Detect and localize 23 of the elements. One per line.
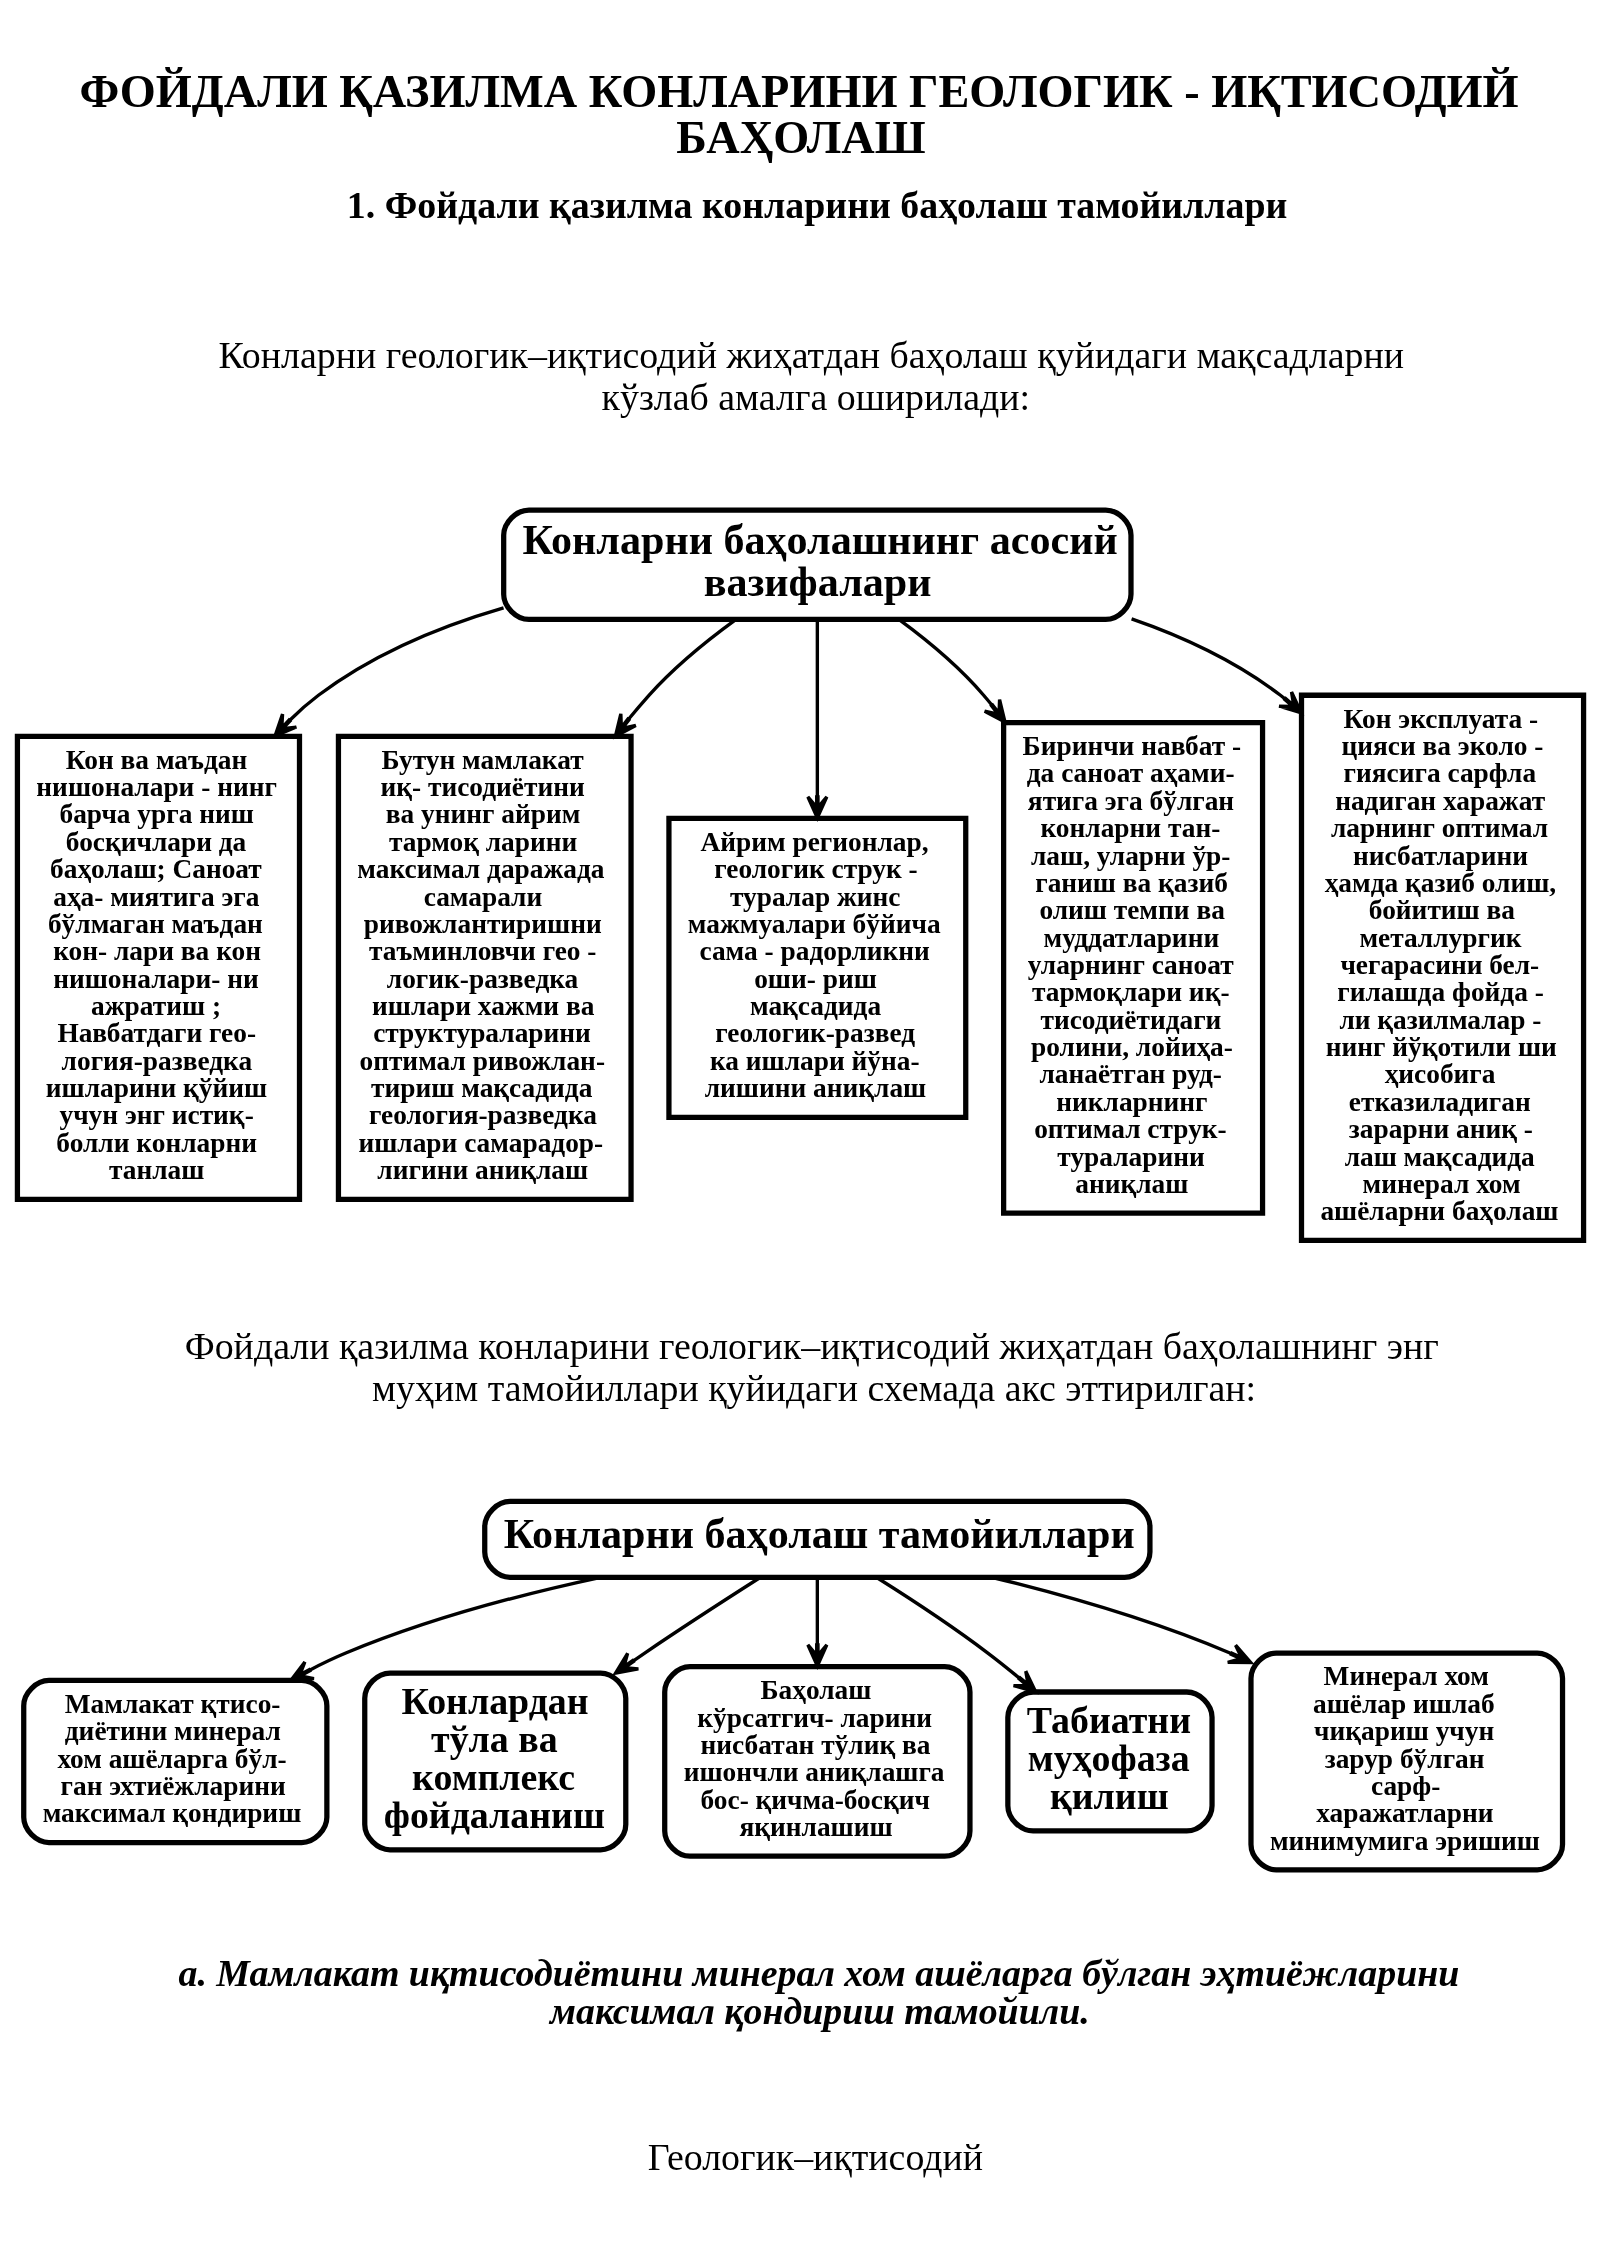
node-box: Биринчи навбат - да саноат аҳами- ятига эга бўлган конларни тан- лаш, уларни ўр- ганиш ва қазиб олиш темпи ва муддатларини уларнинг саноат тармоқлари иқ- тисодиётидаги ролини, лойиҳа- ланаётган руд- никларнинг оптимал струк- тураларини аниқлаш <box>1000 720 1265 1216</box>
node-box: Кон ва маъдан нишоналари - нинг барча урга ниш босқичлари да баҳолаш; Саноат аҳа- миятига эга бўлмаган маъдан кон- лари ва кон нишоналари- ни ажратиш ; Навбатдаги гео- логия-разведка ишларини қўйиш учун энг истиқ- болли конларни танлаш <box>14 733 302 1203</box>
node-box: Табиатни муҳофаза қилиш <box>1004 1689 1215 1834</box>
node-box: Минерал хом ашёлар ишлаб чиқариш учун зарур бўлган сарф- харажатларни минимумига эришиш <box>1247 1650 1565 1873</box>
node-box: Бутун мамлакат иқ- тисодиётини ва унинг айрим тармоқ ларини максимал даражада самарали ривожлантиришни таъминловчи гео - логик-разведка ишлари хажми ва структураларини оптимал ривожлан- тириш мақсадида геология-разведка ишлари самарадор- лигини аниқлаш <box>335 733 634 1203</box>
label: 1. Фойдали қазилма конларини баҳолаш тамойиллари <box>346 184 1287 227</box>
arrow <box>288 1575 601 1683</box>
label: a. Мамлакат иқтисодиётини минерал хом ашёларга бўлган эҳтиёжларини максимал қондириш тамойили. <box>177 1952 1459 2033</box>
label: Конларни геологик–иқтисодий жиҳатдан баҳолаш қуйидаги мақсадларни кўзлаб амалга оширилади: <box>217 333 1404 418</box>
diagram-title: ФОЙДАЛИ ҚАЗИЛМА КОНЛАРИНИ ГЕОЛОГИК - ИҚТИСОДИЙ БАҲОЛАШ <box>79 66 1519 164</box>
node-box: Конларни баҳолаш тамойиллари <box>481 1498 1153 1580</box>
label: Геологик–иқтисодий <box>647 2135 983 2178</box>
arrow <box>1130 617 1303 715</box>
node-box: Баҳолаш кўрсатгич- ларини нисбатан тўлиқ ва ишончли аниқлашга бос- қичма-босқич яқинлашиш <box>661 1664 973 1859</box>
node-box: Кон эксплуата - цияси ва эколо - гиясига сарфла надиган харажат ларнинг оптимал нисбатларини ҳамда қазиб олиш, бойитиш ва металлургик чегарасини бел- гилашда фойда - ли қазилмалар - нинг йўқотили ши ҳисобига етказиладиган зарарни аниқ - лаш мақсадида минерал хом ашёларни баҳолаш <box>1298 692 1586 1244</box>
node-box: Айрим регионлар, геологик струк - туралар жинс мажмуалари бўйича сама - радорликни оши- риш мақсадида геологик-развед ка ишлари йўна- лишини аниқлаш <box>665 815 968 1120</box>
arrow <box>991 1575 1252 1665</box>
arrow <box>805 1577 828 1668</box>
node-box: Мамлакат қтисо- диётини минерал хом ашёларга бўл- ган эхтиёжларини максимал қондириш <box>20 1677 329 1846</box>
node-box: Конларни баҳолашнинг асосий вазифалари <box>500 507 1134 623</box>
arrow <box>805 619 828 820</box>
node-box: Конлардан тўла ва комплекс фойдаланиш <box>361 1670 628 1853</box>
label: Фойдали қазилма конларини геологик–иқтисодий жиҳатдан баҳолашнинг энг муҳим тамойиллари қуйидаги схемада акс эттирилган: <box>184 1325 1439 1410</box>
